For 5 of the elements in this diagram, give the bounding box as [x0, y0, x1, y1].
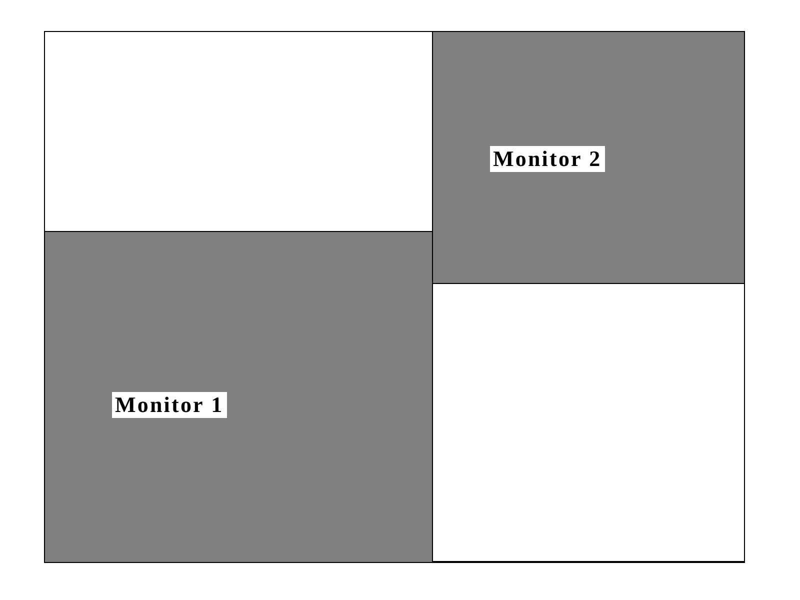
monitor-area — [432, 31, 745, 284]
layout-frame — [44, 31, 745, 563]
monitor-label: Monitor 1 — [112, 392, 227, 418]
monitor-label: Monitor 2 — [490, 146, 605, 172]
monitor-area — [44, 231, 433, 563]
